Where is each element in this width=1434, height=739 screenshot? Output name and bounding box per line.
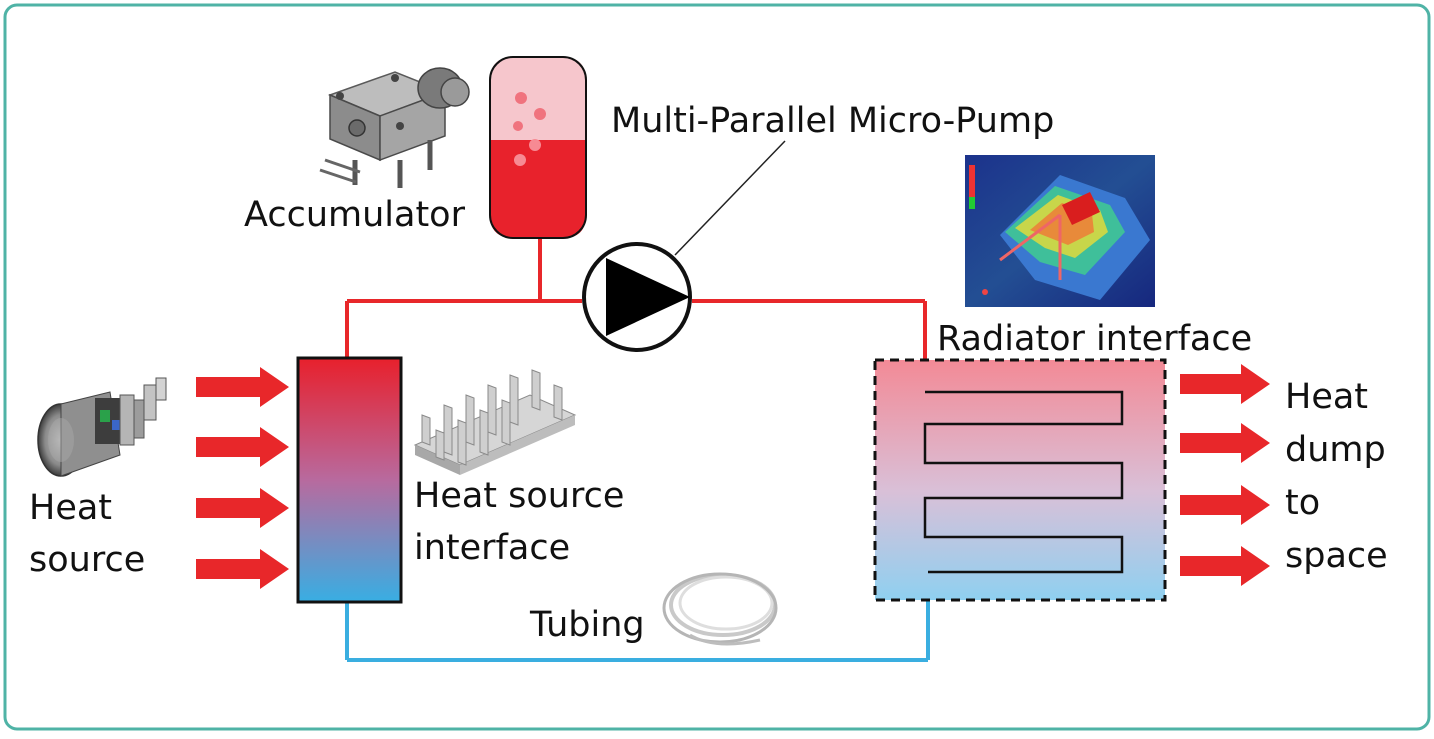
heat-in-arrow-4 xyxy=(196,549,289,589)
heat-in-arrow-1 xyxy=(196,367,289,407)
radiator-interface-outline xyxy=(873,358,1167,602)
label-heat-source-line2: source xyxy=(29,540,145,580)
heat-out-arrow-2 xyxy=(1180,423,1270,463)
label-pump: Multi-Parallel Micro-Pump xyxy=(611,101,1054,141)
label-tubing: Tubing xyxy=(529,605,645,645)
heat-out-arrow-4 xyxy=(1180,546,1270,586)
heat-input-arrows xyxy=(196,367,289,589)
hot-loop-lines xyxy=(345,238,927,392)
heat-out-arrow-3 xyxy=(1180,485,1270,525)
label-accumulator: Accumulator xyxy=(244,195,466,235)
label-dump-line3: to xyxy=(1285,483,1320,523)
accumulator-render-icon xyxy=(319,67,470,188)
label-dump-line1: Heat xyxy=(1285,377,1368,417)
radiator-serpentine-channel xyxy=(923,390,1124,574)
label-hs-interface-line2: interface xyxy=(414,528,570,568)
tubing-coil-icon xyxy=(662,572,778,646)
label-dump-line2: dump xyxy=(1285,430,1386,470)
heat-in-arrow-2 xyxy=(196,427,289,467)
radiator-interface-box xyxy=(875,360,1165,600)
label-hs-interface-line1: Heat source xyxy=(414,476,624,516)
pump-symbol-icon xyxy=(582,242,692,352)
heat-dump-arrows xyxy=(1180,364,1270,586)
heat-source-device-icon xyxy=(37,377,167,477)
thermal-simulation-icon xyxy=(965,155,1155,307)
heat-sink-fins-icon xyxy=(413,369,577,475)
label-radiator-interface: Radiator interface xyxy=(937,319,1252,359)
heat-out-arrow-1 xyxy=(1180,364,1270,404)
accumulator-tank xyxy=(489,56,587,239)
pump-leader-line xyxy=(674,140,786,256)
heat-in-arrow-3 xyxy=(196,488,289,528)
heat-source-interface-block xyxy=(296,356,403,604)
label-dump-line4: space xyxy=(1285,536,1388,576)
label-heat-source-line1: Heat xyxy=(29,488,112,528)
